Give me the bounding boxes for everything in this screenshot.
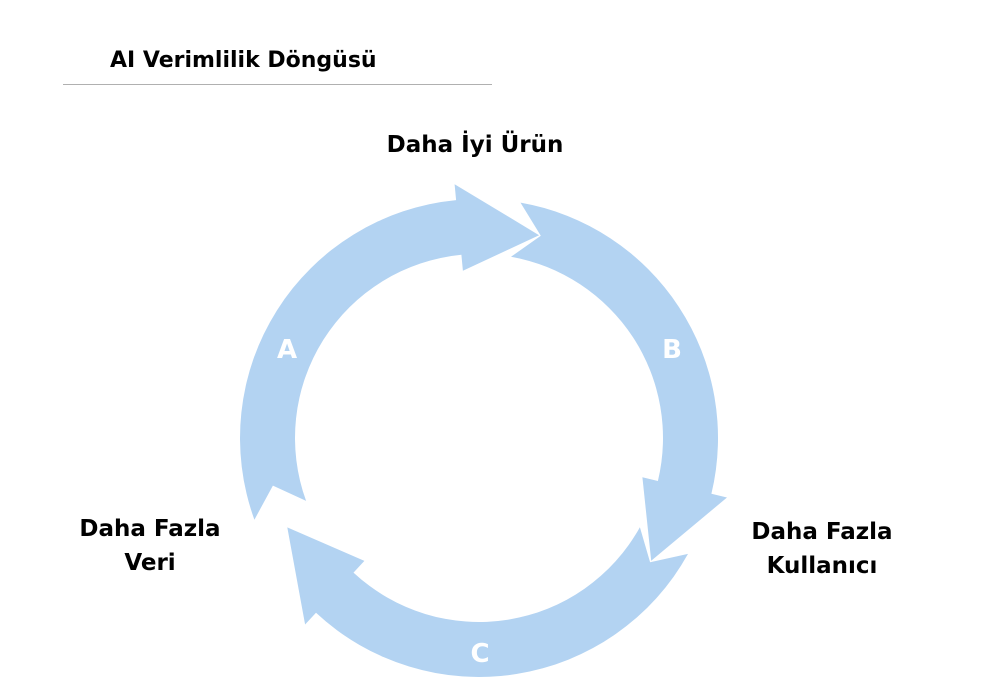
node-more-data-line2: Veri [124,550,176,576]
node-more-users-line2: Kullanıcı [766,553,878,579]
diagram-title: AI Verimlilik Döngüsü [110,48,377,73]
node-better-product: Daha İyi Ürün [386,132,564,158]
arrow-label-a: A [277,335,297,365]
cycle-arrow-c [287,527,688,677]
cycle-arrow-a [240,184,540,520]
arrow-label-b: B [662,335,682,365]
arrow-label-c: C [470,639,489,669]
node-more-users-line1: Daha Fazla [751,519,893,545]
title-divider [63,84,492,85]
node-more-data-line1: Daha Fazla [79,516,221,542]
node-more-users: Daha Fazla Kullanıcı [722,515,922,583]
node-more-data: Daha Fazla Veri [50,512,250,580]
cycle-arrow-b [511,202,727,561]
